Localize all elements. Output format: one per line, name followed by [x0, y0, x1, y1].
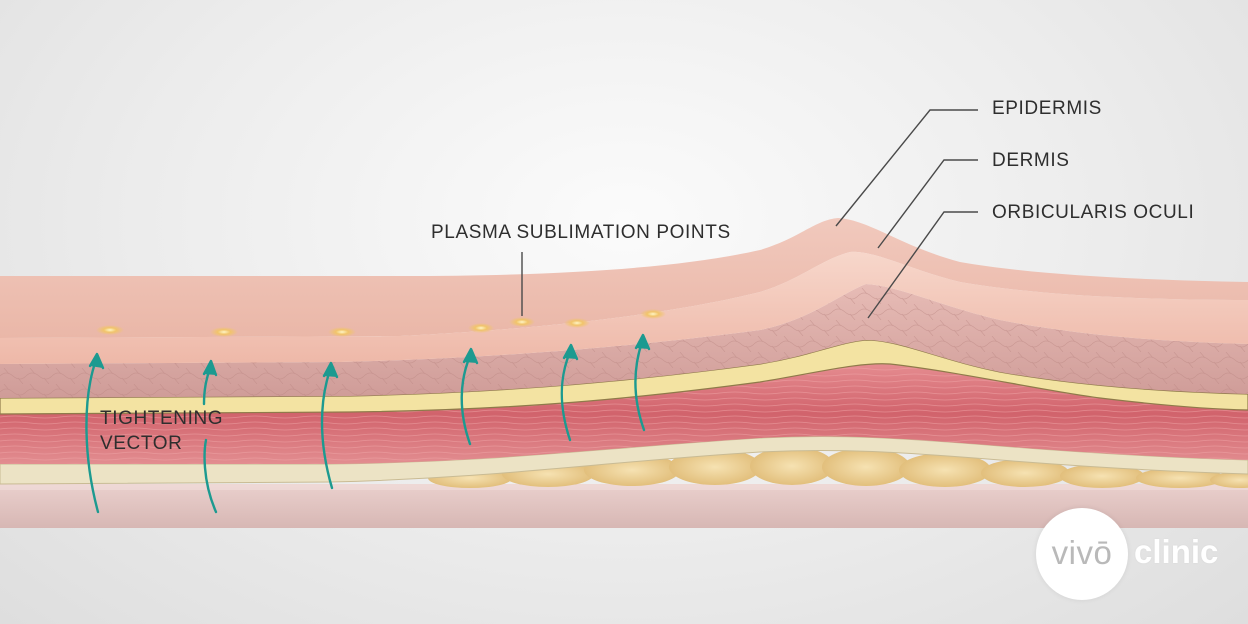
- sublimation-dot-icon: [328, 327, 356, 337]
- label-vector: VECTOR: [100, 433, 182, 455]
- sublimation-dot-icon: [509, 317, 535, 327]
- label-tightening: TIGHTENING: [100, 408, 223, 430]
- sublimation-dot-icon: [640, 309, 666, 319]
- label-plasma-sublimation-points: PLASMA SUBLIMATION POINTS: [431, 222, 731, 244]
- fat-globule: [750, 447, 834, 485]
- sublimation-dot-icon: [96, 325, 124, 335]
- fat-globule: [822, 448, 910, 486]
- label-orbicularis-oculi: ORBICULARIS OCULI: [992, 202, 1194, 224]
- logo-brand-text: vivō: [1036, 534, 1128, 572]
- sublimation-dot-icon: [210, 327, 238, 337]
- logo-suffix-text: clinic: [1134, 533, 1218, 571]
- sublimation-dot-icon: [564, 318, 590, 328]
- sublimation-dot-icon: [468, 323, 494, 333]
- label-dermis: DERMIS: [992, 150, 1070, 172]
- label-epidermis: EPIDERMIS: [992, 98, 1102, 120]
- brand-logo: vivō: [1036, 508, 1128, 600]
